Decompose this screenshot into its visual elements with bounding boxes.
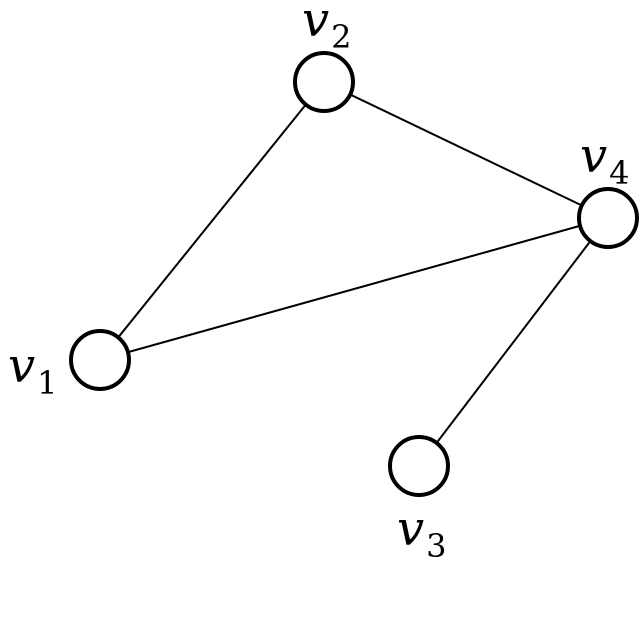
node-circle-v3 [388, 435, 450, 497]
node-label-subscript-v3: 3 [426, 527, 446, 565]
node-label-letter-v1: v [8, 338, 35, 394]
node-circle-v2 [293, 51, 355, 113]
node-circle-v4 [577, 187, 639, 249]
node-label-v3: v3 [397, 501, 446, 565]
node-v1: v1 [8, 329, 131, 402]
node-v4: v4 [577, 128, 639, 249]
node-circle-v1 [69, 329, 131, 391]
node-v3: v3 [388, 435, 450, 565]
edge-v1-v4 [99, 217, 609, 361]
node-label-v2: v2 [302, 0, 351, 56]
node-label-v4: v4 [580, 128, 629, 192]
edge-v2-v4 [323, 81, 609, 219]
node-label-letter-v2: v [302, 0, 329, 48]
node-label-subscript-v2: 2 [331, 18, 351, 56]
node-label-letter-v4: v [580, 128, 607, 184]
node-label-subscript-v1: 1 [37, 364, 57, 402]
node-label-v1: v1 [8, 338, 57, 402]
node-label-letter-v3: v [397, 501, 424, 557]
node-v2: v2 [293, 0, 355, 113]
node-label-subscript-v4: 4 [609, 154, 629, 192]
edge-v4-v3 [418, 217, 609, 467]
edge-v1-v2 [99, 81, 325, 361]
edges-layer [99, 81, 609, 467]
